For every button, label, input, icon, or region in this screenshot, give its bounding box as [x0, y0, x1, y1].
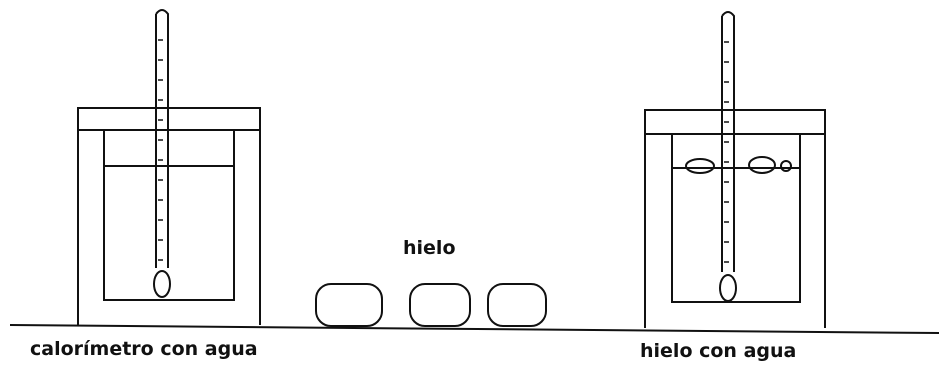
calorimeter-inner-vessel — [671, 134, 801, 303]
thermometer-bulb — [719, 274, 737, 302]
ice-label: hielo — [403, 237, 456, 259]
calorimeter-inner-vessel — [103, 130, 235, 301]
thermometer — [721, 11, 735, 272]
ice-water-label: hielo con agua — [640, 340, 797, 362]
ice-cube — [315, 283, 383, 327]
thermometer-bulb — [153, 270, 171, 298]
thermometer — [155, 9, 169, 268]
ice-cubes — [315, 283, 547, 327]
thermometer-scale — [724, 41, 729, 263]
floating-ice — [748, 156, 776, 174]
floating-ice — [780, 160, 792, 172]
ground-line — [9, 324, 939, 334]
ice-cube — [409, 283, 471, 327]
thermometer-scale — [158, 39, 163, 261]
calorimeter-left — [77, 9, 261, 325]
calorimeter-right — [644, 11, 826, 328]
floating-ice — [685, 158, 715, 174]
calorimeter-label: calorímetro con agua — [30, 338, 258, 360]
ice-cube — [487, 283, 547, 327]
